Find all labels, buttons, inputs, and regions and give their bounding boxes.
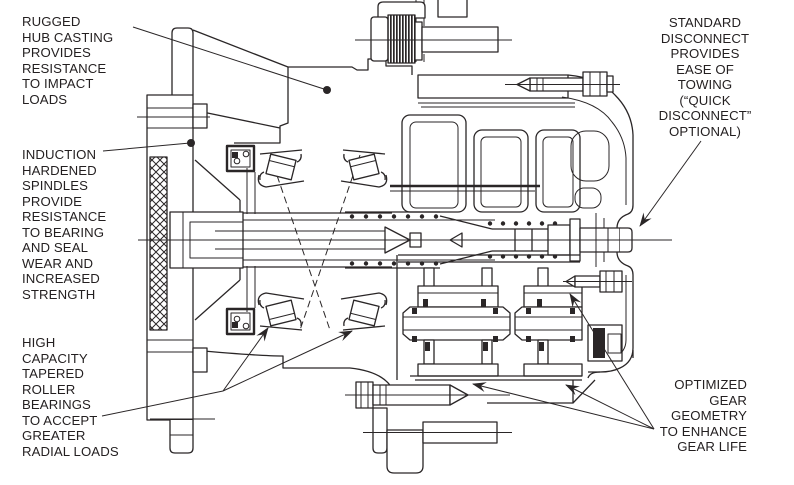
label-optimized-gear-geometry: OPTIMIZED GEAR GEOMETRY TO ENHANCE GEAR … <box>659 377 747 454</box>
bearing-bottom-right <box>340 292 388 331</box>
seal-top <box>225 144 256 173</box>
label-standard-disconnect: STANDARD DISCONNECT PROVIDES EASE OF TOW… <box>658 15 752 139</box>
retaining-bolt-top <box>505 71 620 97</box>
hub-casting <box>192 0 581 405</box>
bearing-bottom-left <box>257 292 305 331</box>
stud-bottom <box>363 407 512 474</box>
planet-gears <box>396 254 583 381</box>
leader-lines <box>101 26 702 430</box>
label-induction-hardened-spindles: INDUCTION HARDENED SPINDLES PROVIDE RESI… <box>22 147 107 302</box>
leader-dot-hub-casting <box>323 86 331 94</box>
label-rugged-hub-casting: RUGGED HUB CASTING PROVIDES RESISTANCE T… <box>22 14 114 107</box>
cover-bolt <box>563 270 632 293</box>
label-tapered-roller-bearings: HIGH CAPACITY TAPERED ROLLER BEARINGS TO… <box>22 335 119 459</box>
wheel-stud-top <box>355 1 512 64</box>
bolt-bottom <box>345 381 510 409</box>
bearing-top-left <box>257 149 305 188</box>
flange-hatch <box>149 156 168 331</box>
bearing-load-lines <box>269 154 361 331</box>
seal-bottom <box>225 307 256 336</box>
centerline <box>137 116 672 420</box>
bearing-top-right <box>340 149 388 188</box>
drain-plug <box>587 324 623 362</box>
leader-dot-spindle <box>187 139 195 147</box>
